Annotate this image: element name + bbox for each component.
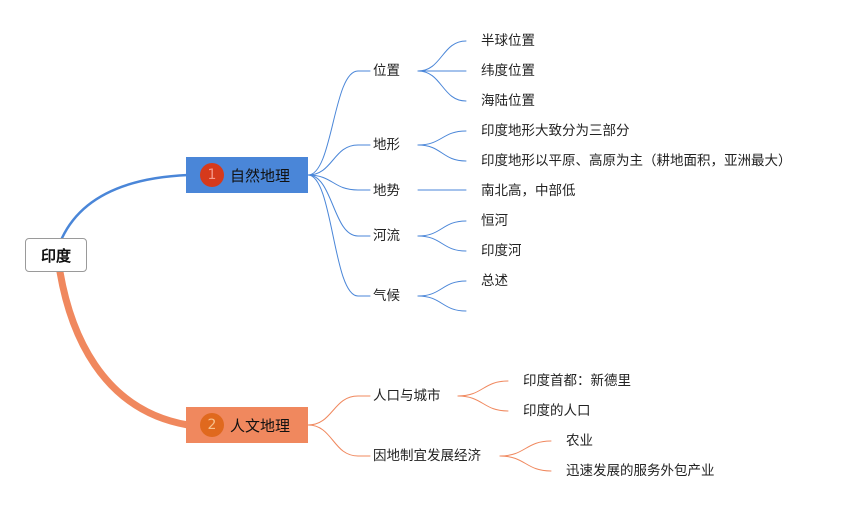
leaf-terrain-description[interactable]: 南北高，中部低: [481, 183, 576, 199]
leaf-outsourcing[interactable]: 迅速发展的服务外包产业: [566, 463, 715, 479]
leaf-connector: [417, 235, 467, 252]
leaf-connector: [417, 144, 467, 162]
topic-economy[interactable]: 因地制宜发展经济: [373, 448, 481, 464]
branch-number-badge: 1: [200, 163, 224, 187]
root-connector: [56, 268, 192, 429]
branch-label: 人文地理: [230, 416, 291, 435]
leaf-latitude-location[interactable]: 纬度位置: [481, 63, 535, 79]
leaf-indus[interactable]: 印度河: [481, 243, 522, 259]
topic-climate[interactable]: 气候: [373, 288, 400, 304]
root-connector: [60, 173, 190, 240]
branch-natural-geography[interactable]: 1 自然地理: [186, 157, 308, 193]
leaf-capital[interactable]: 印度首都：新德里: [523, 373, 631, 389]
branch-connector: [307, 70, 359, 176]
leaf-connector: [417, 280, 467, 297]
branch-connector: [307, 424, 359, 457]
leaf-connector: [417, 70, 467, 102]
branch-connector: [307, 174, 359, 297]
branch-label: 自然地理: [230, 166, 291, 185]
leaf-land-sea-location[interactable]: 海陆位置: [481, 93, 535, 109]
root-node[interactable]: 印度: [25, 238, 87, 272]
branch-human-geography[interactable]: 2 人文地理: [186, 407, 308, 443]
branch-connector: [307, 174, 359, 237]
leaf-connector: [417, 295, 467, 312]
topic-landform[interactable]: 地形: [373, 137, 400, 153]
branch-connector: [307, 395, 359, 426]
branch-connector: [307, 144, 359, 176]
topic-location[interactable]: 位置: [373, 63, 400, 79]
leaf-landform-three-parts[interactable]: 印度地形大致分为三部分: [481, 123, 630, 139]
leaf-connector: [417, 220, 467, 237]
leaf-climate-overview[interactable]: 总述: [481, 273, 508, 289]
leaf-connector: [417, 130, 467, 146]
leaf-agriculture[interactable]: 农业: [566, 433, 593, 449]
leaf-connector: [499, 455, 552, 472]
branch-number-badge: 2: [200, 413, 224, 437]
leaf-connector: [457, 395, 509, 412]
topic-population-cities[interactable]: 人口与城市: [373, 388, 441, 404]
leaf-hemisphere-location[interactable]: 半球位置: [481, 33, 535, 49]
topic-terrain[interactable]: 地势: [373, 183, 400, 199]
leaf-connector: [457, 380, 509, 397]
leaf-landform-plains-plateaus[interactable]: 印度地形以平原、高原为主（耕地面积，亚洲最大）: [481, 153, 792, 169]
topic-rivers[interactable]: 河流: [373, 228, 400, 244]
leaf-connector: [499, 440, 552, 457]
leaf-population[interactable]: 印度的人口: [523, 403, 591, 419]
branch-connector: [307, 174, 359, 191]
leaf-connector: [417, 40, 467, 72]
leaf-ganges[interactable]: 恒河: [481, 213, 508, 229]
